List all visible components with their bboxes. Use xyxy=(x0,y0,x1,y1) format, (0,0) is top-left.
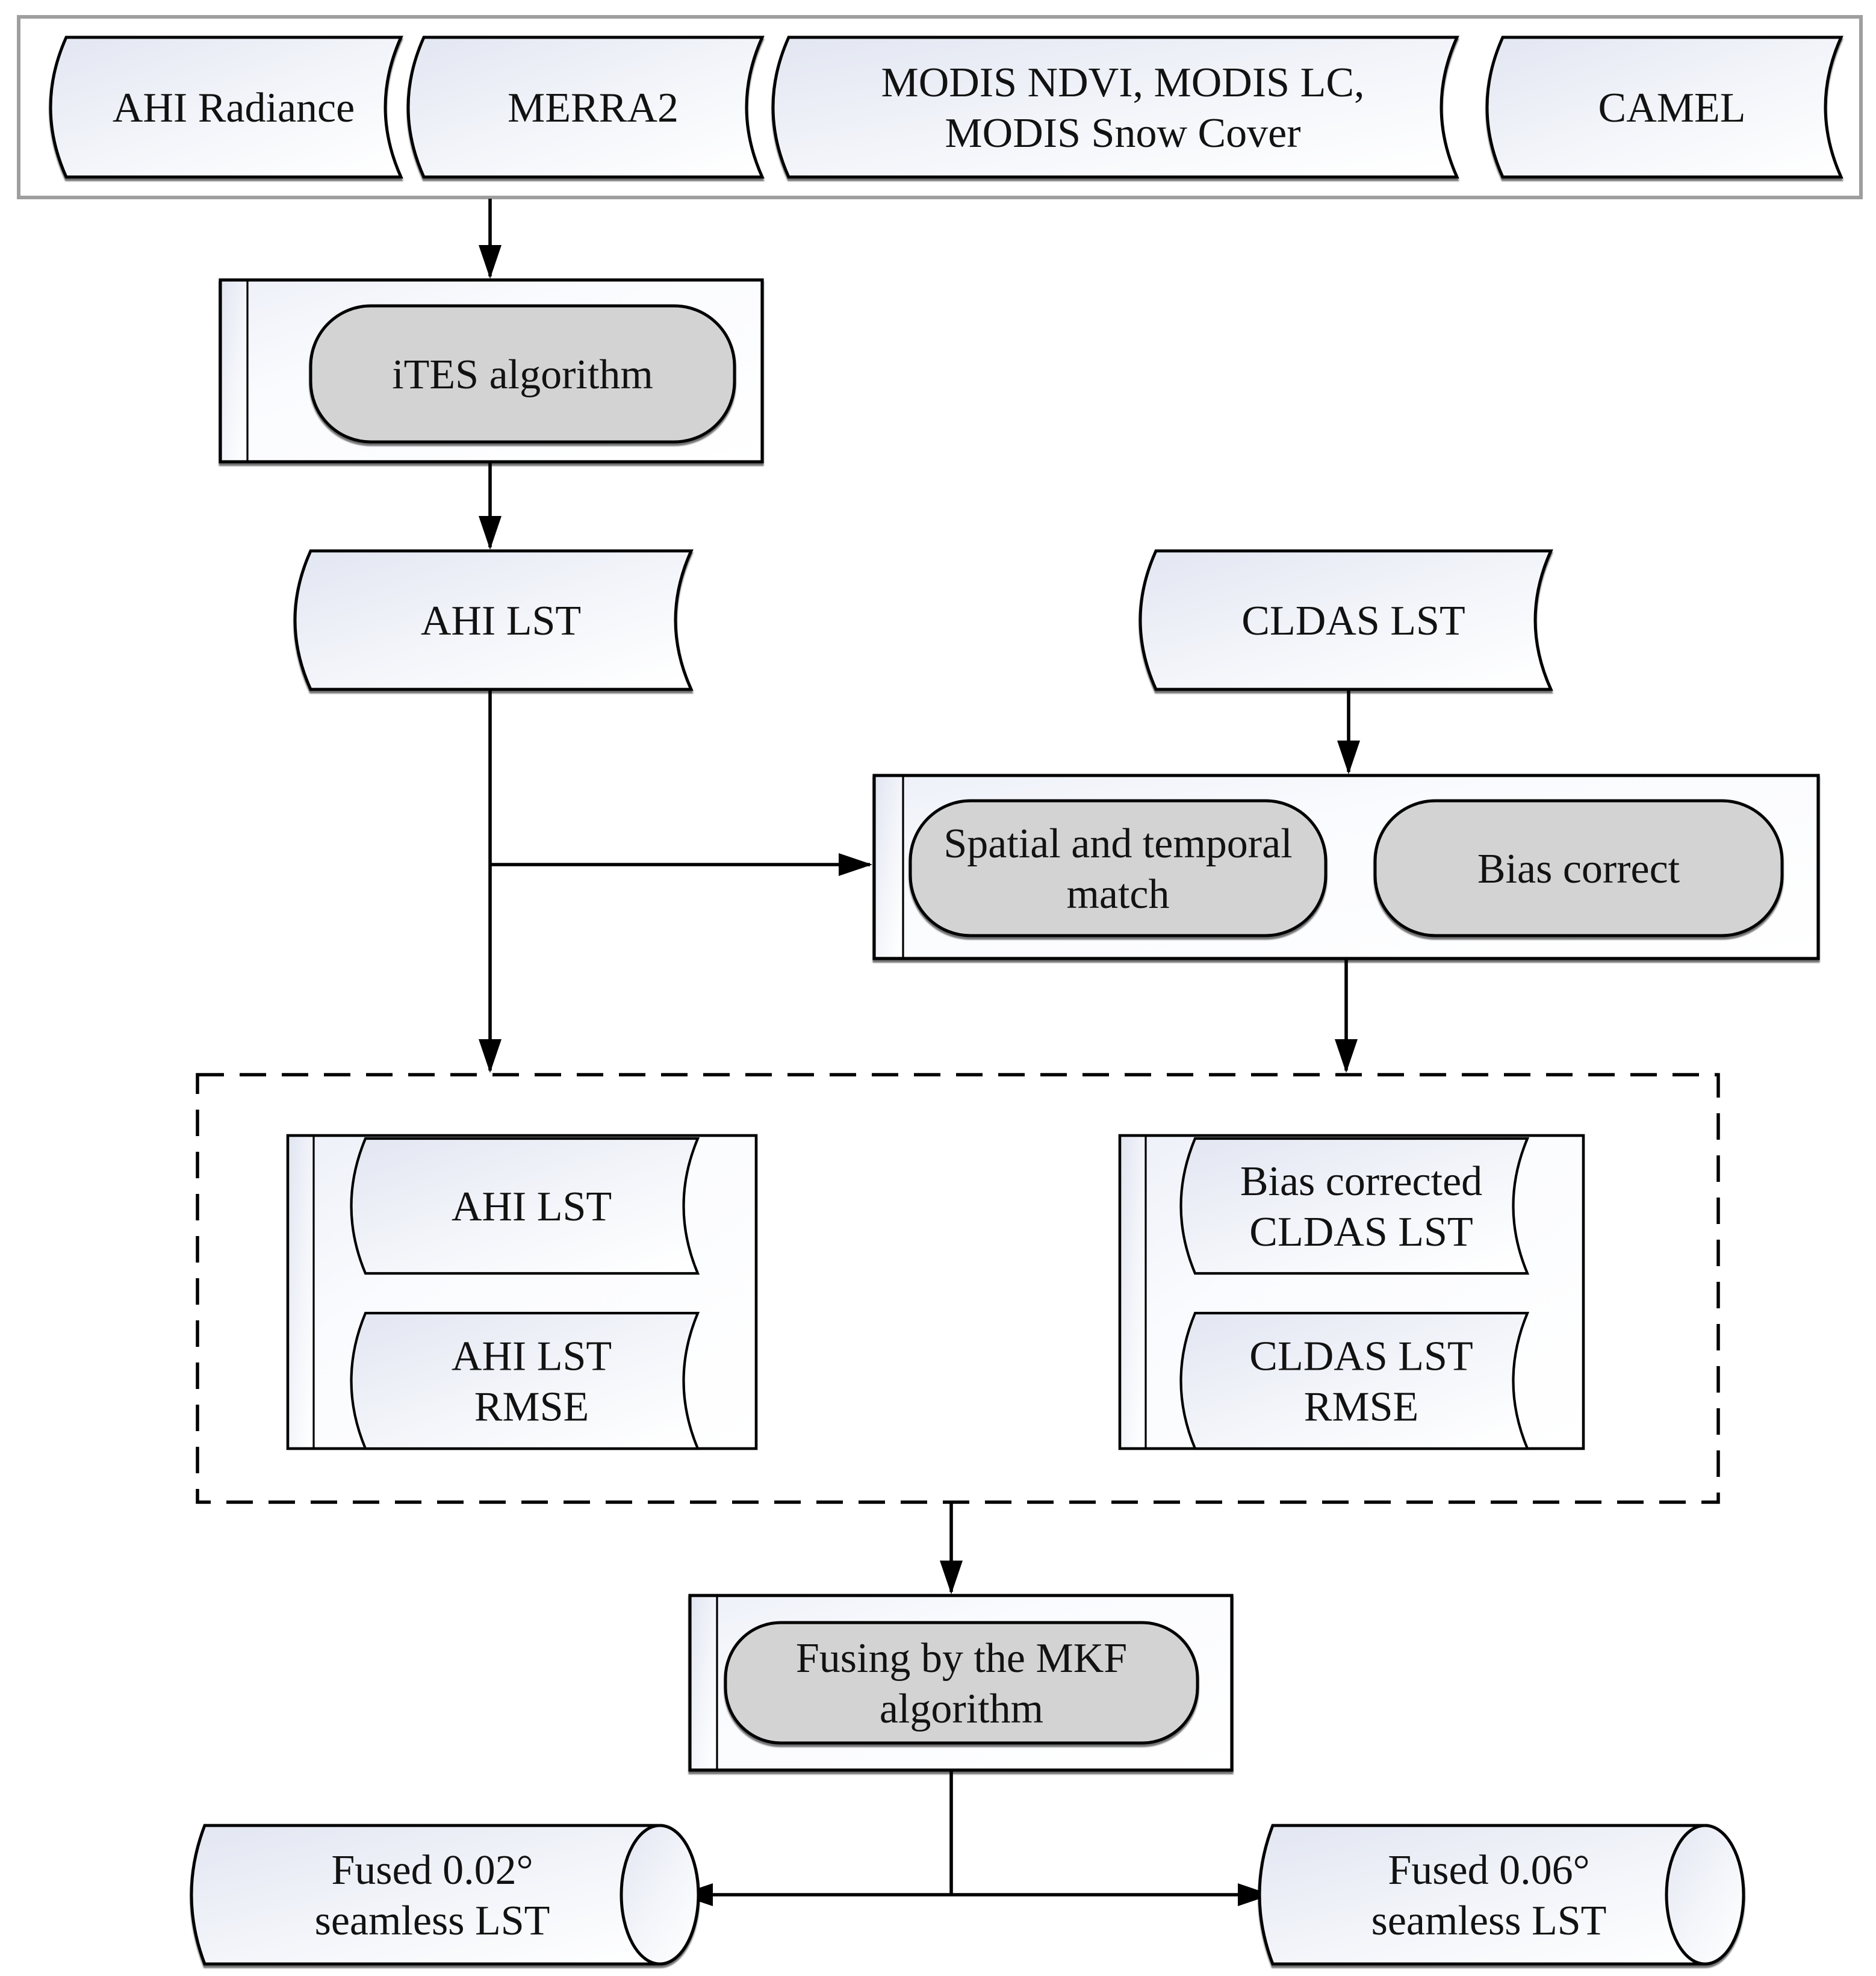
group-left-strip xyxy=(290,1137,312,1447)
node-label: MERRA2 xyxy=(508,85,679,131)
rounded-process-shape-bias-correct xyxy=(1373,799,1784,937)
node-label-line1: AHI LST xyxy=(452,1334,612,1380)
rounded-process-shape xyxy=(724,1621,1199,1745)
node-label-line2: CLDAS LST xyxy=(1249,1209,1473,1255)
node-fused-006: Fused 0.06° seamless LST xyxy=(1258,1824,1745,1966)
node-label-line2: algorithm xyxy=(880,1686,1043,1732)
node-cldas-lst: CLDAS LST xyxy=(1138,549,1553,691)
node-ahi-lst: AHI LST xyxy=(293,549,694,691)
rounded-process-shape-spatial-match xyxy=(908,799,1328,937)
process-left-strip xyxy=(692,1597,716,1768)
node-modis: MODIS NDVI, MODIS LC, MODIS Snow Cover xyxy=(771,36,1459,179)
node-label-line1: Fused 0.02° xyxy=(331,1847,533,1894)
node-label-line2: seamless LST xyxy=(315,1898,550,1944)
node-label-line1: Spatial and temporal xyxy=(943,821,1292,867)
node-label: CLDAS LST xyxy=(1241,598,1465,644)
node-label: AHI Radiance xyxy=(113,85,355,131)
process-left-strip xyxy=(222,282,246,460)
stored-data-shape xyxy=(771,36,1459,179)
inputs-container: AHI Radiance MERRA2 MODIS NDVI, MODIS LC… xyxy=(17,15,1863,199)
node-fused-002: Fused 0.02° seamless LST xyxy=(190,1824,700,1966)
dashed-frame xyxy=(196,1073,1720,1504)
group-left-strip xyxy=(1122,1137,1144,1447)
node-label-line2: match xyxy=(1066,871,1169,918)
process-mkf: Fusing by the MKF algorithm xyxy=(688,1594,1234,1772)
node-label-line2: MODIS Snow Cover xyxy=(945,110,1300,157)
node-label: iTES algorithm xyxy=(392,352,653,398)
stored-data-shape xyxy=(1485,36,1843,179)
stored-data-shape-bias-corrected-cldas xyxy=(1179,1137,1530,1275)
stored-data-shape xyxy=(293,549,694,691)
group-cldas: Bias corrected CLDAS LST CLDAS LST RMSE xyxy=(1118,1134,1585,1450)
dashed-group: AHI LST AHI LST RMSE Bias corrected CLDA… xyxy=(196,1073,1720,1504)
stored-data-shape xyxy=(1138,549,1553,691)
stored-data-shape-ahi-rmse xyxy=(350,1311,700,1450)
node-label-line2: seamless LST xyxy=(1371,1898,1607,1944)
node-label: Bias correct xyxy=(1477,846,1680,892)
rounded-process-shape xyxy=(309,304,736,444)
stored-data-shape xyxy=(406,36,765,179)
node-camel: CAMEL xyxy=(1485,36,1843,179)
node-label-line1: MODIS NDVI, MODIS LC, xyxy=(881,60,1364,106)
process-match-bias: Spatial and temporal match Bias correct xyxy=(872,774,1820,960)
node-label-line1: Bias corrected xyxy=(1240,1158,1482,1205)
stored-data-shape-ahi-lst xyxy=(350,1137,700,1275)
stored-data-shape xyxy=(49,36,403,179)
stored-data-shape-cldas-rmse xyxy=(1179,1311,1530,1450)
node-ahi-radiance: AHI Radiance xyxy=(49,36,403,179)
process-left-strip xyxy=(876,777,901,957)
node-label: CAMEL xyxy=(1598,85,1746,131)
node-label-line2: RMSE xyxy=(474,1384,589,1431)
node-label: AHI LST xyxy=(452,1184,612,1230)
group-ahi: AHI LST AHI LST RMSE xyxy=(286,1134,758,1450)
process-ites: iTES algorithm xyxy=(219,278,764,464)
node-merra2: MERRA2 xyxy=(406,36,765,179)
node-label-line1: Fused 0.06° xyxy=(1388,1847,1589,1894)
node-label-line2: RMSE xyxy=(1304,1384,1419,1431)
cylinder-cap xyxy=(1665,1824,1745,1966)
node-label-line1: Fusing by the MKF xyxy=(796,1635,1127,1682)
node-label-line1: CLDAS LST xyxy=(1249,1334,1473,1380)
node-label: AHI LST xyxy=(421,598,581,644)
cylinder-cap xyxy=(620,1824,700,1966)
